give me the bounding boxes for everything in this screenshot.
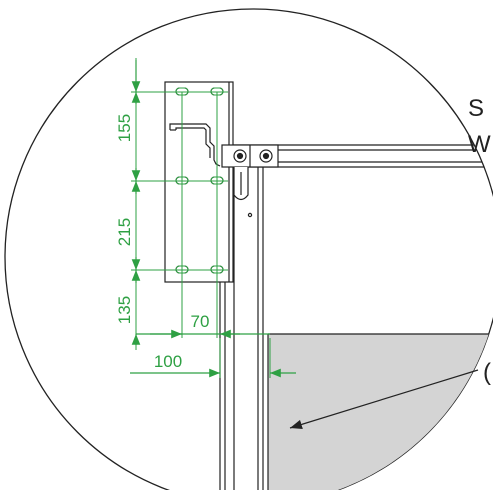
detail-circle [4,8,493,490]
dim-label-155: 155 [115,114,134,142]
edge-label-paren: ( [483,359,491,386]
dimension-lines [131,58,271,378]
dim-label-215: 215 [115,218,134,246]
leader-arrow [289,369,479,430]
dim-label-70: 70 [191,312,210,331]
clamp-block [221,144,279,218]
edge-label-s: S [468,95,484,122]
dim-label-100: 100 [154,352,182,371]
edge-label-w: W [468,131,491,158]
panel-fill [268,334,493,490]
horizontal-dim-arrows [130,329,296,378]
dim-label-135: 135 [115,296,134,324]
